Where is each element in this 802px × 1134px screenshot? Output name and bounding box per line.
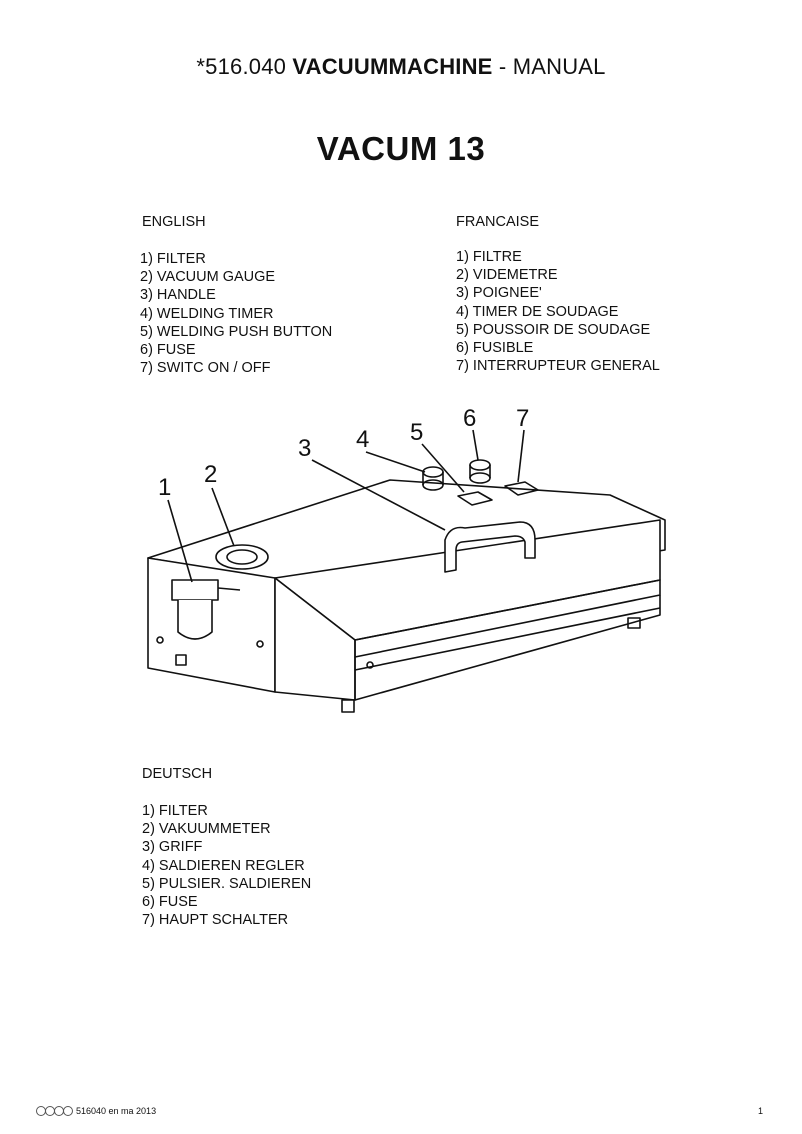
list-item: 6) FUSE [140,342,196,359]
callout-7: 7 [516,405,529,432]
list-item: 5) WELDING PUSH BUTTON [140,323,333,340]
callout-6: 6 [463,405,476,432]
list-item: 3) GRIFF [142,839,203,856]
list-item: 7) HAUPT SCHALTER [142,912,289,929]
machine-illustration: 1 2 3 4 5 6 7 [147,405,666,713]
list-item: 7) SWITC ON / OFF [140,360,271,377]
list-item: 1) FILTER [142,803,208,819]
callout-3: 3 [298,435,311,462]
header-product: VACUUMMACHINE [292,54,493,79]
document-header: *516.040 VACUUMMACHINE - MANUAL [0,54,802,80]
callout-5: 5 [410,419,423,446]
header-prefix: *516.040 [196,54,293,79]
footer-doc-ref: 516040 en ma 2013 [76,1106,157,1116]
callout-1: 1 [158,474,171,501]
english-parts-list: 1) FILTER 2) VACUUM GAUGE 3) HANDLE 4) W… [140,250,332,377]
list-item: 5) POUSSOIR DE SOUDAGE [456,321,651,338]
page-number: 1 [758,1106,764,1116]
list-item: 2) VIDEMETRE [456,267,558,284]
list-item: 4) WELDING TIMER [140,305,274,322]
header-suffix: - MANUAL [492,54,606,79]
list-item: 3) HANDLE [140,287,216,304]
footer: 516040 en ma 2013 [36,1106,156,1116]
model-title: VACUM 13 [316,130,486,167]
french-parts-list: 1) FILTRE 2) VIDEMETRE 3) POIGNEE' 4) TI… [456,248,660,375]
list-item: 6) FUSIBLE [456,340,534,357]
callout-4: 4 [356,426,369,453]
rings-logo-icon [36,1106,73,1116]
list-item: 1) FILTER [140,251,206,267]
french-heading: FRANCAISE [456,214,539,230]
list-item: 3) POIGNEE' [456,285,542,302]
list-item: 7) INTERRUPTEUR GENERAL [456,358,660,375]
list-item: 6) FUSE [142,894,198,911]
list-item: 5) PULSIER. SALDIEREN [142,875,312,892]
list-item: 4) SALDIEREN REGLER [142,857,305,874]
list-item: 1) FILTRE [456,249,522,265]
german-parts-list: 1) FILTER 2) VAKUUMMETER 3) GRIFF 4) SAL… [142,802,311,929]
callout-2: 2 [204,461,217,488]
list-item: 2) VAKUUMMETER [142,821,271,838]
english-heading: ENGLISH [142,214,206,230]
list-item: 2) VACUUM GAUGE [140,269,276,286]
german-heading: DEUTSCH [142,766,213,782]
list-item: 4) TIMER DE SOUDAGE [456,303,619,320]
